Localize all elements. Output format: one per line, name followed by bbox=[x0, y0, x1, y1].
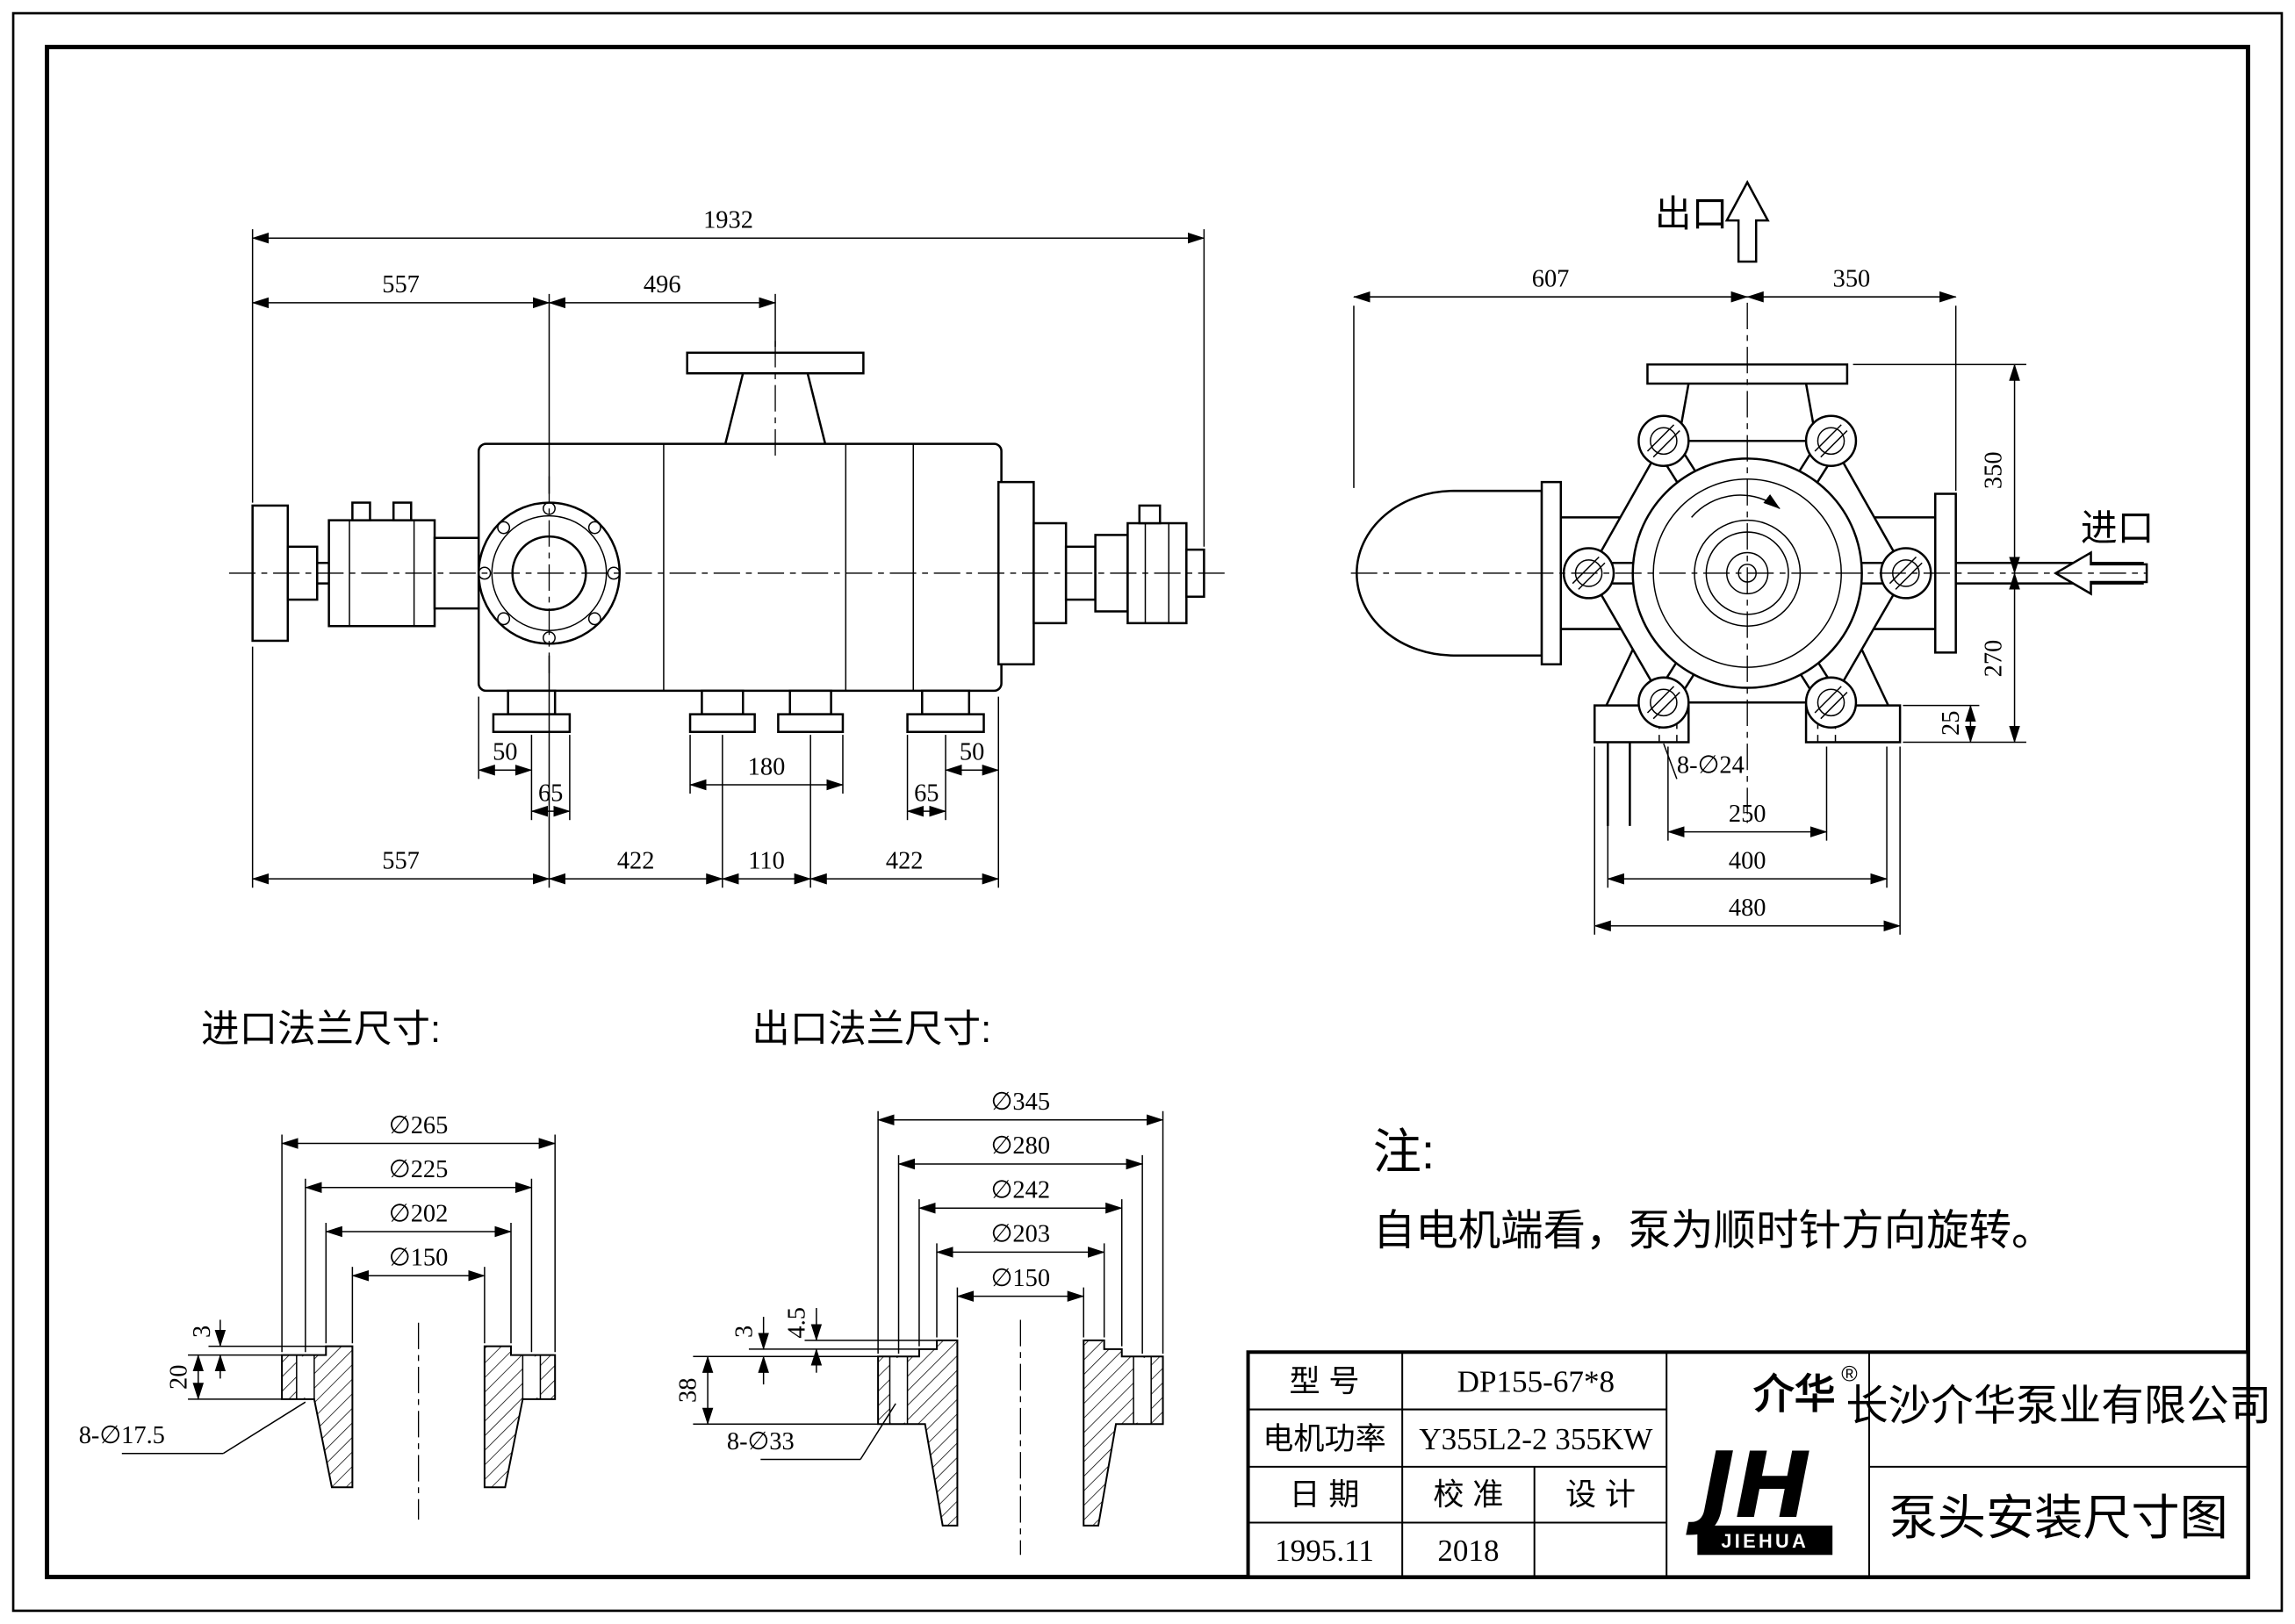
inlet-flange-title: 进口法兰尺寸: bbox=[201, 1009, 441, 1051]
inlet-label: 进口 bbox=[2081, 507, 2155, 549]
dim-bottom-422b: 422 bbox=[886, 847, 924, 874]
end-view-dimensions: 607 350 350 270 25 8-∅24 250 400 bbox=[1352, 265, 2026, 935]
date-value: 1995.11 bbox=[1275, 1534, 1374, 1568]
logo-sub: JIEHUA bbox=[1721, 1530, 1809, 1552]
bolt-hole-left bbox=[889, 1357, 908, 1423]
outlet-flange-section: 出口法兰尺寸: ∅345 ∅280 ∅242 ∅203 ∅150 bbox=[675, 1009, 1164, 1556]
dim-d150-inlet: ∅150 bbox=[389, 1244, 448, 1271]
inner-border bbox=[45, 45, 2250, 1579]
title-block: 型 号 DP155-67*8 电机功率 Y355L2-2 355KW 日 期 校… bbox=[1246, 1350, 2271, 1579]
note-block: 注: 自电机端看，泵为顺时针方向旋转。 bbox=[1373, 1125, 2054, 1254]
outlet-flange-title: 出口法兰尺寸: bbox=[752, 1009, 991, 1051]
date-label: 日 期 bbox=[1290, 1477, 1360, 1512]
dim-face-3: 3 bbox=[189, 1326, 216, 1338]
dim-total-length: 1932 bbox=[703, 206, 753, 234]
power-label: 电机功率 bbox=[1263, 1422, 1385, 1456]
dim-thick-38: 38 bbox=[675, 1378, 702, 1403]
shaft-left-assembly bbox=[251, 501, 480, 643]
dim-face-4-5: 4.5 bbox=[784, 1307, 811, 1339]
check-value: 2018 bbox=[1437, 1534, 1499, 1568]
dim-mid-496: 496 bbox=[644, 271, 681, 298]
dim-d150-outlet: ∅150 bbox=[991, 1265, 1050, 1292]
dim-607: 607 bbox=[1532, 265, 1570, 292]
dim-foot-65-left: 65 bbox=[538, 780, 563, 807]
dim-bottom-110: 110 bbox=[748, 847, 785, 874]
side-view-dimensions: 1932 557 496 50 65 180 65 50 bbox=[251, 206, 1205, 888]
side-view: 1932 557 496 50 65 180 65 50 bbox=[228, 206, 1231, 888]
dim-face-3b: 3 bbox=[730, 1326, 758, 1338]
design-label: 设 计 bbox=[1565, 1477, 1636, 1512]
rotation-arrow bbox=[1691, 493, 1781, 518]
dim-25: 25 bbox=[1938, 710, 1965, 735]
dim-right-270: 270 bbox=[1981, 640, 2008, 678]
model-value: DP155-67*8 bbox=[1457, 1364, 1615, 1398]
logo-banner bbox=[1697, 1525, 1833, 1556]
end-view: 出口 进口 607 350 350 270 25 8-∅24 250 bbox=[1350, 179, 2155, 935]
dim-foot-180: 180 bbox=[748, 753, 786, 780]
company-logo: 介华 ® JH JIEHUA bbox=[1686, 1362, 1858, 1556]
dim-bottom-557: 557 bbox=[382, 847, 420, 874]
dim-d203: ∅203 bbox=[991, 1221, 1050, 1248]
dim-bottom-422a: 422 bbox=[617, 847, 655, 874]
bolt-hole-left bbox=[296, 1356, 314, 1398]
dim-d345: ∅345 bbox=[991, 1089, 1050, 1116]
dim-d225: ∅225 bbox=[389, 1156, 448, 1183]
outlet-label: 出口 bbox=[1655, 193, 1729, 234]
note-heading: 注: bbox=[1373, 1125, 1435, 1179]
bolt-callout-8x33: 8-∅33 bbox=[727, 1428, 795, 1455]
dim-left-557: 557 bbox=[382, 271, 420, 298]
inlet-flange-section: 进口法兰尺寸: ∅265 ∅225 ∅202 ∅150 3 bbox=[79, 1009, 557, 1520]
outlet-arrow-icon bbox=[1724, 179, 1770, 263]
mounting-feet bbox=[492, 689, 985, 734]
power-value: Y355L2-2 355KW bbox=[1419, 1422, 1653, 1456]
registered-mark: ® bbox=[1841, 1362, 1858, 1387]
bolt-callout-8x17-5: 8-∅17.5 bbox=[79, 1422, 165, 1449]
dim-d202: ∅202 bbox=[389, 1200, 448, 1227]
logo-monogram: JH bbox=[1686, 1434, 1811, 1539]
bolt-hole-right bbox=[522, 1356, 541, 1398]
model-label: 型 号 bbox=[1290, 1364, 1360, 1398]
logo-hanzi: 介华 bbox=[1753, 1371, 1836, 1417]
dim-right-350: 350 bbox=[1981, 451, 2008, 489]
bolt-callout-8x24: 8-∅24 bbox=[1677, 752, 1745, 780]
drawing-title: 泵头安装尺寸图 bbox=[1889, 1491, 2228, 1545]
dim-480: 480 bbox=[1729, 895, 1766, 922]
dim-400: 400 bbox=[1729, 847, 1766, 874]
dim-foot-65-right: 65 bbox=[914, 780, 939, 807]
company-name: 长沙介华泵业有限公司 bbox=[1845, 1382, 2271, 1429]
dim-d242: ∅242 bbox=[991, 1176, 1050, 1204]
dim-foot-50-left: 50 bbox=[493, 739, 517, 766]
check-label: 校 准 bbox=[1433, 1477, 1503, 1512]
dim-thick-20: 20 bbox=[165, 1365, 192, 1390]
bolt-hole-right bbox=[1133, 1357, 1152, 1423]
outer-border bbox=[11, 11, 2284, 1613]
dim-d280: ∅280 bbox=[991, 1132, 1050, 1160]
dim-top-350: 350 bbox=[1833, 265, 1871, 292]
note-body: 自电机端看，泵为顺时针方向旋转。 bbox=[1373, 1207, 2054, 1254]
dim-d265: ∅265 bbox=[389, 1112, 448, 1139]
dim-foot-50-right: 50 bbox=[960, 739, 984, 766]
